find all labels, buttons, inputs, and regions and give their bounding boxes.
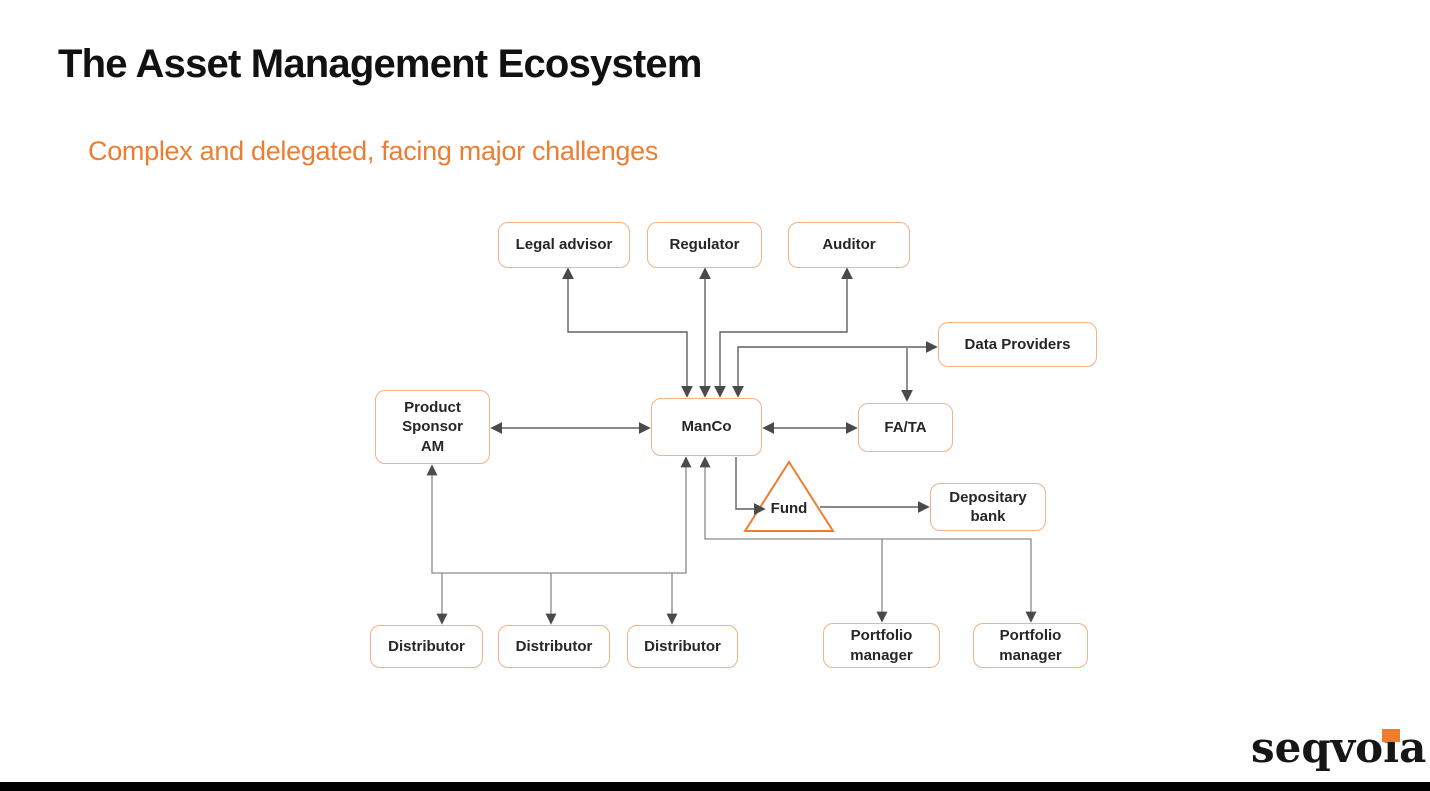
- node-auditor: Auditor: [788, 222, 910, 268]
- footer-bar: [0, 782, 1430, 791]
- node-fund-label: Fund: [770, 500, 808, 518]
- connector-manco-legal-advisor: [562, 267, 693, 398]
- logo-text-pre: seqvo: [1251, 723, 1384, 772]
- node-distributor-3: Distributor: [627, 625, 738, 668]
- node-portfolio-manager-2: Portfolio manager: [973, 623, 1088, 668]
- slide-title: The Asset Management Ecosystem: [58, 42, 702, 86]
- connector-manco-auditor: [714, 267, 853, 398]
- node-depositary-bank: Depositary bank: [930, 483, 1046, 531]
- logo-i: i: [1382, 724, 1400, 771]
- node-regulator: Regulator: [647, 222, 762, 268]
- node-data-providers: Data Providers: [938, 322, 1097, 367]
- node-fa-ta: FA/TA: [858, 403, 953, 452]
- connector-portfolio-trunk: [699, 456, 1037, 623]
- fund-triangle: [743, 460, 835, 532]
- node-portfolio-manager-1: Portfolio manager: [823, 623, 940, 668]
- node-product-sponsor-am: Product Sponsor AM: [375, 390, 490, 464]
- slide-subtitle: Complex and delegated, facing major chal…: [88, 136, 659, 166]
- logo-dot-icon: [1382, 729, 1400, 742]
- connector-manco-fund: [735, 457, 766, 515]
- node-distributor-2: Distributor: [498, 625, 610, 668]
- connector-distribution-trunk: [426, 456, 692, 574]
- node-distributor-1: Distributor: [370, 625, 483, 668]
- connector-manco-data-providers: [732, 341, 938, 398]
- node-manco: ManCo: [651, 398, 762, 456]
- node-legal-advisor: Legal advisor: [498, 222, 630, 268]
- logo-text-post: a: [1399, 723, 1427, 772]
